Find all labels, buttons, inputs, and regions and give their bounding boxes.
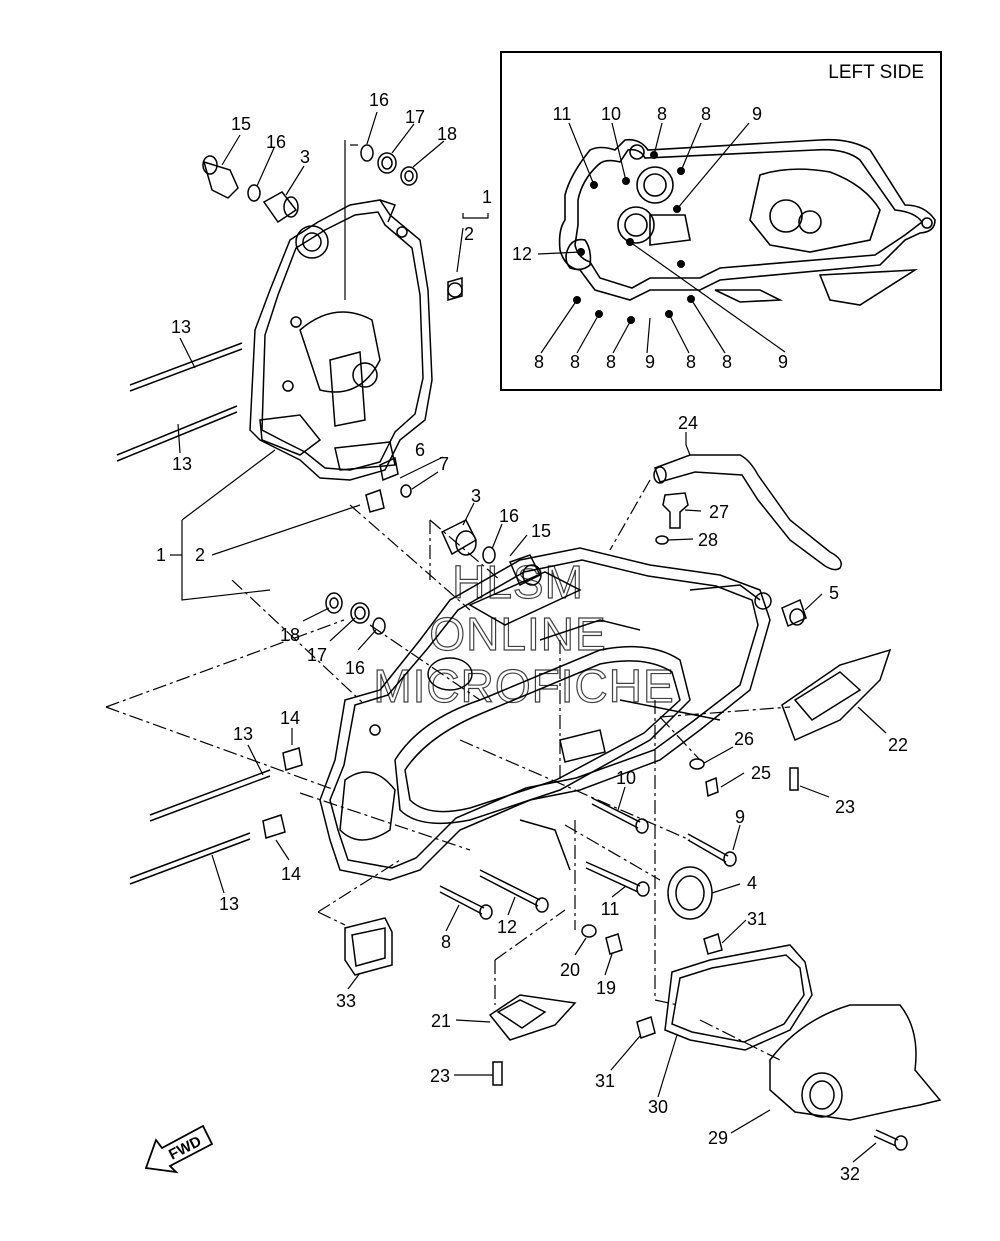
callout-3-mid: 3 bbox=[471, 486, 481, 506]
callout-9: 9 bbox=[735, 807, 745, 827]
callout-29: 29 bbox=[708, 1128, 728, 1148]
callout-5: 5 bbox=[829, 583, 839, 603]
callout-31-lower: 31 bbox=[595, 1071, 615, 1091]
callout-18-mid: 18 bbox=[280, 625, 300, 645]
callout-25: 25 bbox=[751, 763, 771, 783]
callout-16-top-left: 16 bbox=[266, 132, 286, 152]
callout-20: 20 bbox=[560, 960, 580, 980]
inset-callout-8-bottom-4: 8 bbox=[686, 352, 696, 372]
inset-callout-9-top: 9 bbox=[752, 104, 762, 124]
callout-23-right: 23 bbox=[835, 797, 855, 817]
callout-13-lower-1: 13 bbox=[233, 724, 253, 744]
callout-13-lower-2: 13 bbox=[219, 894, 239, 914]
callout-15-mid: 15 bbox=[531, 521, 551, 541]
watermark-line-2: ONLINE bbox=[429, 608, 606, 660]
callout-8: 8 bbox=[441, 932, 451, 952]
watermark-line-1: HLSM bbox=[452, 556, 584, 608]
inset-callout-8-top: 8 bbox=[657, 104, 667, 124]
callout-6: 6 bbox=[415, 440, 425, 460]
inset-callout-9-bottom: 9 bbox=[645, 352, 655, 372]
callout-21: 21 bbox=[431, 1011, 451, 1031]
callout-18-top: 18 bbox=[437, 124, 457, 144]
inset-callout-8-top-right: 8 bbox=[701, 104, 711, 124]
central-leader-lines bbox=[105, 432, 887, 1163]
upper-small-parts bbox=[116, 144, 463, 513]
callout-12: 12 bbox=[497, 917, 517, 937]
inset-callout-8-bottom-5: 8 bbox=[722, 352, 732, 372]
central-small-parts bbox=[129, 454, 942, 1151]
upper-leader-lines bbox=[170, 111, 489, 601]
callout-1-top: 1 bbox=[482, 187, 492, 207]
callout-16-top: 16 bbox=[369, 90, 389, 110]
callout-24: 24 bbox=[678, 413, 698, 433]
watermark-line-3: MICROFICHE bbox=[373, 660, 674, 712]
inset-title: LEFT SIDE bbox=[828, 62, 924, 83]
inset-callout-8-bottom-1: 8 bbox=[534, 352, 544, 372]
callout-30: 30 bbox=[648, 1097, 668, 1117]
callout-19: 19 bbox=[596, 978, 616, 998]
inset-callout-labels: 11 10 8 8 9 12 8 8 8 9 8 8 9 bbox=[512, 104, 788, 372]
callout-28: 28 bbox=[698, 530, 718, 550]
callout-32: 32 bbox=[840, 1164, 860, 1184]
callout-17-mid: 17 bbox=[307, 645, 327, 665]
callout-31-upper: 31 bbox=[747, 909, 767, 929]
watermark: HLSM ONLINE MICROFICHE bbox=[373, 555, 675, 712]
inset-callout-8-bottom-3: 8 bbox=[606, 352, 616, 372]
inset-callout-12: 12 bbox=[512, 244, 532, 264]
callout-22: 22 bbox=[888, 735, 908, 755]
callout-33: 33 bbox=[336, 991, 356, 1011]
inset-callout-10: 10 bbox=[601, 104, 621, 124]
callout-1-left: 1 bbox=[156, 545, 166, 565]
callout-labels: 15 16 3 16 17 18 1 2 13 13 6 7 1 2 3 16 … bbox=[156, 90, 908, 1184]
callout-2-left: 2 bbox=[195, 545, 205, 565]
callout-2-top: 2 bbox=[464, 224, 474, 244]
callout-14-upper: 14 bbox=[280, 708, 300, 728]
callout-10: 10 bbox=[616, 768, 636, 788]
callout-3-top: 3 bbox=[300, 147, 310, 167]
callout-16-mid: 16 bbox=[499, 506, 519, 526]
inset-callout-9-bottom-right: 9 bbox=[778, 352, 788, 372]
callout-4: 4 bbox=[747, 873, 757, 893]
callout-13-upper-1: 13 bbox=[171, 317, 191, 337]
callout-23-lower: 23 bbox=[430, 1066, 450, 1086]
callout-17-top: 17 bbox=[405, 107, 425, 127]
inset-leader-lines bbox=[537, 122, 786, 354]
callout-7: 7 bbox=[439, 454, 449, 474]
callout-14-lower: 14 bbox=[281, 864, 301, 884]
left-side-inset bbox=[500, 51, 942, 391]
callout-27: 27 bbox=[709, 502, 729, 522]
callout-16-mid-left: 16 bbox=[345, 658, 365, 678]
inset-callout-8-bottom-2: 8 bbox=[570, 352, 580, 372]
left-crankcase-half bbox=[249, 199, 433, 481]
right-crankcase-half bbox=[319, 547, 772, 881]
callout-11: 11 bbox=[601, 899, 620, 919]
inset-callout-11: 11 bbox=[553, 104, 572, 124]
callout-15-top: 15 bbox=[231, 114, 251, 134]
callout-26: 26 bbox=[734, 729, 754, 749]
callout-13-upper-2: 13 bbox=[172, 454, 192, 474]
